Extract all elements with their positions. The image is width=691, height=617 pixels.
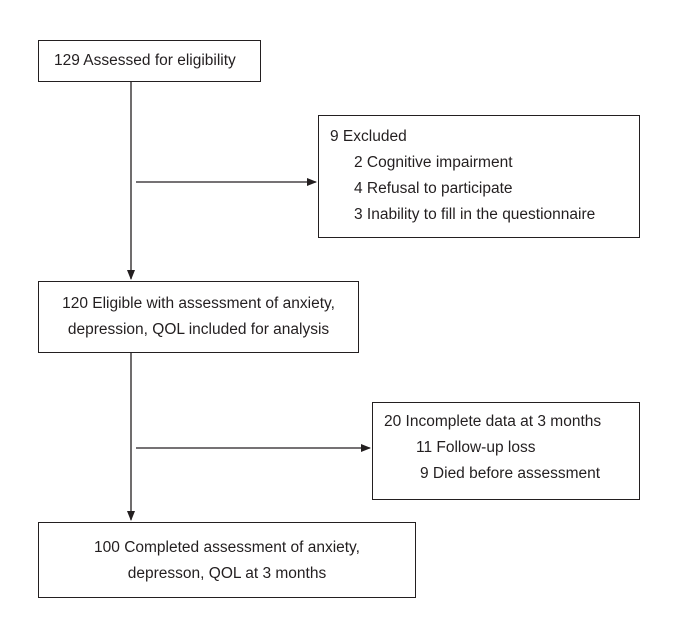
assessed-text: 129 Assessed for eligibility <box>54 52 236 69</box>
incomplete-title: 20 Incomplete data at 3 months <box>384 413 602 430</box>
completed-line-2: depresson, QOL at 3 months <box>127 565 327 582</box>
excluded-item: 2 Cognitive impairment <box>354 154 513 171</box>
incomplete-item: 9 Died before assessment <box>420 465 601 482</box>
excluded-item: 3 Inability to fill in the questionnaire <box>354 206 596 223</box>
eligible-box: 120 Eligible with assessment of anxiety,… <box>38 281 359 353</box>
incomplete-item: 11 Follow-up loss <box>416 439 536 456</box>
excluded-title: 9 Excluded <box>330 128 407 145</box>
completed-box: 100 Completed assessment of anxiety, dep… <box>38 522 416 598</box>
eligible-line-2: depression, QOL included for analysis <box>67 321 330 338</box>
excluded-box: 9 Excluded 2 Cognitive impairment 4 Refu… <box>318 115 640 238</box>
incomplete-box: 20 Incomplete data at 3 months 11 Follow… <box>372 402 640 500</box>
assessed-box: 129 Assessed for eligibility <box>38 40 261 82</box>
eligible-line-1: 120 Eligible with assessment of anxiety, <box>62 295 335 312</box>
completed-line-1: 100 Completed assessment of anxiety, <box>94 539 360 556</box>
excluded-item: 4 Refusal to participate <box>354 180 513 197</box>
